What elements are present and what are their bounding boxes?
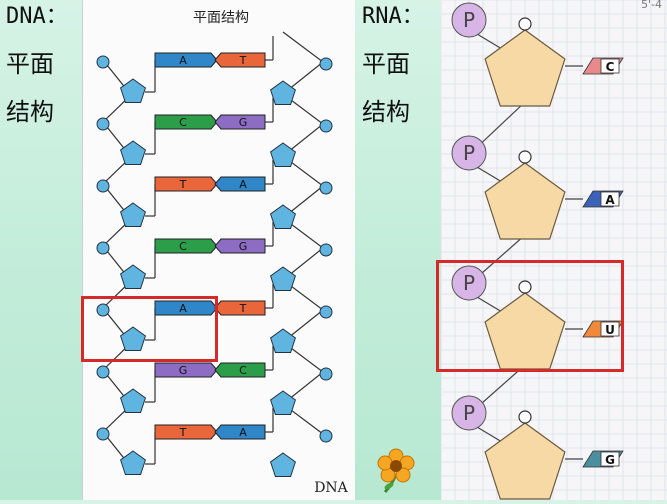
dna-base-left-letter: G	[179, 364, 188, 377]
dna-base-right-letter: G	[239, 240, 248, 253]
rna-structure-svg: 5'-4 P C P A P U P G	[440, 0, 667, 500]
dna-label-line1: DNA：	[6, 4, 68, 29]
dna-base-left	[154, 238, 218, 254]
rna-side-label: RNA： 平面 结构	[362, 4, 424, 126]
dna-base-right-letter: T	[239, 302, 247, 315]
dna-base-left-letter: A	[179, 54, 187, 67]
dna-base-right	[214, 176, 266, 192]
dna-base-right	[214, 52, 266, 68]
dna-base-right-letter: A	[239, 178, 247, 191]
dna-diagram-panel: 平面结构 A T C G T A C G A T G C T A DNA	[82, 0, 355, 500]
dna-right-phosphate	[319, 243, 333, 257]
rna-phosphate-label: P	[463, 271, 475, 295]
dna-base-left-letter: A	[179, 302, 187, 315]
dna-base-left-letter: C	[179, 240, 187, 253]
dna-label-line2: 平面	[6, 50, 54, 78]
dna-base-right-letter: A	[239, 426, 247, 439]
rna-diagram-panel: 5'-4 P C P A P U P G	[440, 0, 667, 500]
dna-base-left	[154, 52, 218, 68]
dna-left-phosphate	[96, 303, 110, 317]
dna-base-left	[154, 300, 218, 316]
dna-left-deoxyribose	[120, 202, 146, 227]
dna-right-phosphate	[319, 57, 333, 71]
rna-base-letter-box	[600, 191, 620, 207]
dna-title: 平面结构	[193, 10, 249, 26]
dna-right-phosphate	[319, 181, 333, 195]
rna-base-letter: G	[605, 453, 615, 467]
dna-left-deoxyribose	[120, 326, 146, 351]
rna-ribose	[484, 29, 566, 107]
dna-right-phosphate	[319, 429, 333, 443]
rna-oxygen	[518, 17, 532, 31]
rna-ribose	[484, 422, 566, 500]
dna-right-deoxyribose	[270, 142, 296, 167]
dna-left-deoxyribose	[120, 388, 146, 413]
rna-base-letter-box	[600, 321, 620, 337]
dna-right-deoxyribose	[270, 390, 296, 415]
dna-left-phosphate	[96, 241, 110, 255]
dna-base-right	[214, 238, 266, 254]
dna-base-right	[214, 114, 266, 130]
rna-phosphate-label: P	[463, 8, 475, 32]
dna-base-left	[154, 362, 218, 378]
rna-label-line2: 平面	[362, 50, 410, 78]
rna-oxygen	[518, 410, 532, 424]
dna-base-left-letter: C	[179, 116, 187, 129]
dna-left-deoxyribose	[120, 450, 146, 475]
dna-base-left	[154, 114, 218, 130]
rna-label-line1: RNA：	[362, 4, 424, 29]
dna-left-phosphate	[96, 179, 110, 193]
dna-right-phosphate	[319, 367, 333, 381]
dna-base-right	[214, 424, 266, 440]
dna-left-deoxyribose	[120, 140, 146, 165]
rna-base-letter: A	[605, 193, 615, 207]
dna-right-deoxyribose	[270, 204, 296, 229]
dna-left-phosphate	[96, 427, 110, 441]
dna-right-deoxyribose	[270, 80, 296, 105]
rna-phosphate	[451, 2, 487, 38]
rna-phosphate	[451, 135, 487, 171]
rna-phosphate	[451, 395, 487, 431]
dna-highlight-box	[81, 296, 218, 362]
dna-base-right-letter: T	[239, 54, 247, 67]
dna-structure-svg: 平面结构 A T C G T A C G A T G C T A DNA	[96, 10, 349, 496]
dna-base-right-letter: G	[239, 116, 248, 129]
dna-base-right	[214, 362, 266, 378]
dna-caption: DNA	[314, 480, 348, 496]
dna-base-left	[154, 176, 218, 192]
dna-right-deoxyribose	[270, 266, 296, 291]
rna-oxygen	[518, 280, 532, 294]
rna-base-letter: C	[606, 60, 615, 74]
rna-base-letter: U	[605, 323, 615, 337]
rna-label-line3: 结构	[362, 98, 410, 126]
rna-ribose	[484, 162, 566, 240]
dna-base-left-letter: T	[179, 426, 187, 439]
flower-icon	[377, 448, 415, 494]
rna-corner-text: 5'-4	[641, 0, 662, 11]
dna-right-phosphate	[319, 305, 333, 319]
rna-oxygen	[518, 150, 532, 164]
dna-right-deoxyribose	[270, 452, 296, 477]
rna-base-letter-box	[600, 451, 620, 467]
dna-base-left-letter: T	[179, 178, 187, 191]
dna-right-phosphate	[319, 119, 333, 133]
rna-highlight-box	[436, 260, 624, 372]
rna-phosphate-label: P	[463, 141, 475, 165]
rna-base-letter-box	[600, 58, 620, 74]
dna-base-right-letter: C	[239, 364, 247, 377]
rna-phosphate-label: P	[463, 401, 475, 425]
dna-label-line3: 结构	[6, 98, 54, 126]
dna-left-deoxyribose	[120, 264, 146, 289]
dna-base-left	[154, 424, 218, 440]
rna-phosphate	[451, 265, 487, 301]
dna-left-deoxyribose	[120, 78, 146, 103]
dna-left-phosphate	[96, 365, 110, 379]
dna-left-phosphate	[96, 117, 110, 131]
dna-right-deoxyribose	[270, 328, 296, 353]
dna-left-phosphate	[96, 55, 110, 69]
dna-side-label: DNA： 平面 结构	[6, 4, 68, 126]
